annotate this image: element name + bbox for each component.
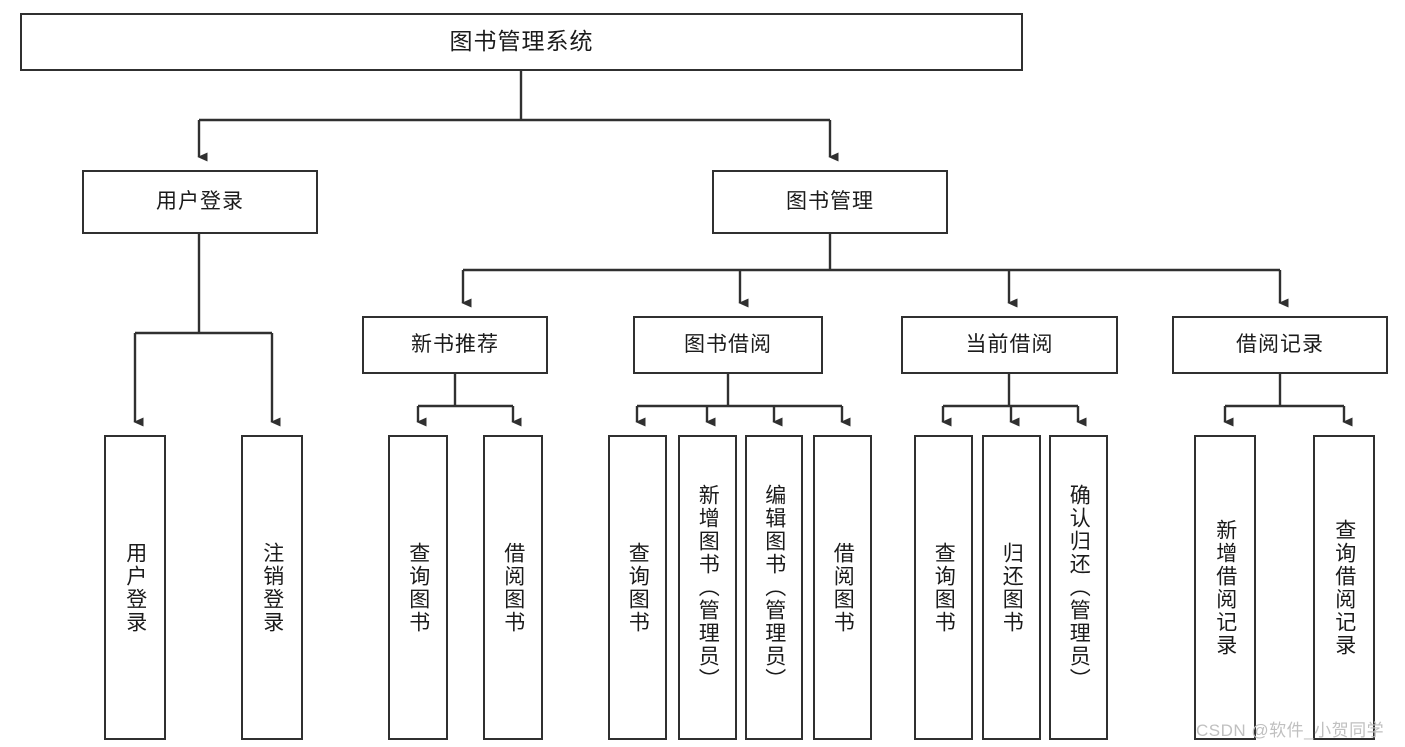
leaf-add-borrow-record[interactable]: 新增借阅记录 bbox=[1194, 435, 1256, 740]
leaf-label: 用户登录 bbox=[123, 541, 147, 634]
leaf-query-book-borrow[interactable]: 查询图书 bbox=[608, 435, 667, 740]
leaf-label: 确认归还（管理员） bbox=[1067, 484, 1091, 691]
leaf-user-login[interactable]: 用户登录 bbox=[104, 435, 166, 740]
leaf-label: 归还图书 bbox=[1000, 541, 1024, 634]
leaf-label: 查询图书 bbox=[932, 541, 956, 634]
leaf-add-book-admin[interactable]: 新增图书（管理员） bbox=[678, 435, 737, 740]
leaf-query-borrow-record[interactable]: 查询借阅记录 bbox=[1313, 435, 1375, 740]
node-new-book-recommend[interactable]: 新书推荐 bbox=[362, 316, 548, 374]
node-borrow-record[interactable]: 借阅记录 bbox=[1172, 316, 1388, 374]
leaf-label: 查询借阅记录 bbox=[1332, 518, 1356, 657]
leaf-label: 借阅图书 bbox=[501, 541, 525, 634]
leaf-query-book-recommend[interactable]: 查询图书 bbox=[388, 435, 448, 740]
leaf-return-book[interactable]: 归还图书 bbox=[982, 435, 1041, 740]
node-book-borrow[interactable]: 图书借阅 bbox=[633, 316, 823, 374]
node-user-login[interactable]: 用户登录 bbox=[82, 170, 318, 234]
leaf-label: 新增借阅记录 bbox=[1213, 518, 1237, 657]
leaf-label: 注销登录 bbox=[260, 541, 284, 634]
leaf-edit-book-admin[interactable]: 编辑图书（管理员） bbox=[745, 435, 803, 740]
leaf-query-book-current[interactable]: 查询图书 bbox=[914, 435, 973, 740]
leaf-label: 编辑图书（管理员） bbox=[762, 484, 786, 691]
leaf-label: 查询图书 bbox=[406, 541, 430, 634]
leaf-confirm-return-admin[interactable]: 确认归还（管理员） bbox=[1049, 435, 1108, 740]
leaf-label: 新增图书（管理员） bbox=[696, 484, 720, 691]
node-book-management[interactable]: 图书管理 bbox=[712, 170, 948, 234]
leaf-logout[interactable]: 注销登录 bbox=[241, 435, 303, 740]
node-root[interactable]: 图书管理系统 bbox=[20, 13, 1023, 71]
leaf-borrow-book-recommend[interactable]: 借阅图书 bbox=[483, 435, 543, 740]
leaf-label: 借阅图书 bbox=[831, 541, 855, 634]
leaf-borrow-book[interactable]: 借阅图书 bbox=[813, 435, 872, 740]
node-current-borrow[interactable]: 当前借阅 bbox=[901, 316, 1118, 374]
leaf-label: 查询图书 bbox=[626, 541, 650, 634]
csdn-watermark: CSDN @软件_小贺同学 bbox=[1196, 721, 1385, 740]
